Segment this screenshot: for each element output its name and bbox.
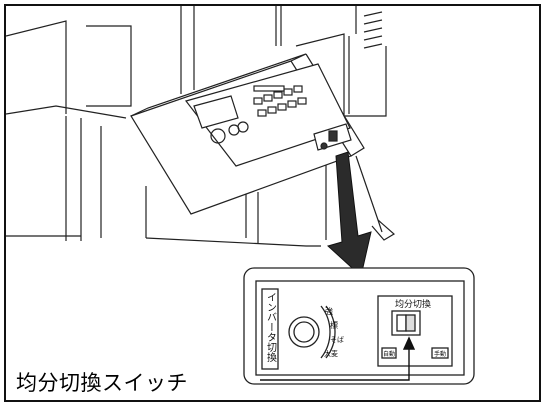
- figure-frame: インバータ切換 強 標 そば 大麦 均分切換 自動 手動 均分切換スイッチ: [4, 4, 541, 402]
- callout-leader: [260, 336, 416, 381]
- enlarged-panel: [243, 267, 475, 385]
- dial-label-strong: 強: [325, 306, 333, 316]
- pointer-arrow: [326, 151, 372, 277]
- dial-label-standard: 標: [330, 320, 338, 330]
- machine-frame: [6, 6, 396, 247]
- dial-label-barley: 大麦: [324, 349, 338, 358]
- panel-label-inverter: インバータ切換: [265, 292, 277, 363]
- dial-label-soba: そば: [330, 335, 344, 344]
- switch-left-label: 自動: [383, 350, 395, 358]
- control-box: [130, 53, 365, 215]
- switch-right-label: 手動: [434, 350, 446, 358]
- callout-label: 均分切換スイッチ: [16, 371, 188, 395]
- keypad: [253, 85, 307, 117]
- switch-title: 均分切換: [395, 298, 431, 310]
- machine-drawing: インバータ切換 強 標 そば 大麦 均分切換 自動 手動: [6, 6, 475, 385]
